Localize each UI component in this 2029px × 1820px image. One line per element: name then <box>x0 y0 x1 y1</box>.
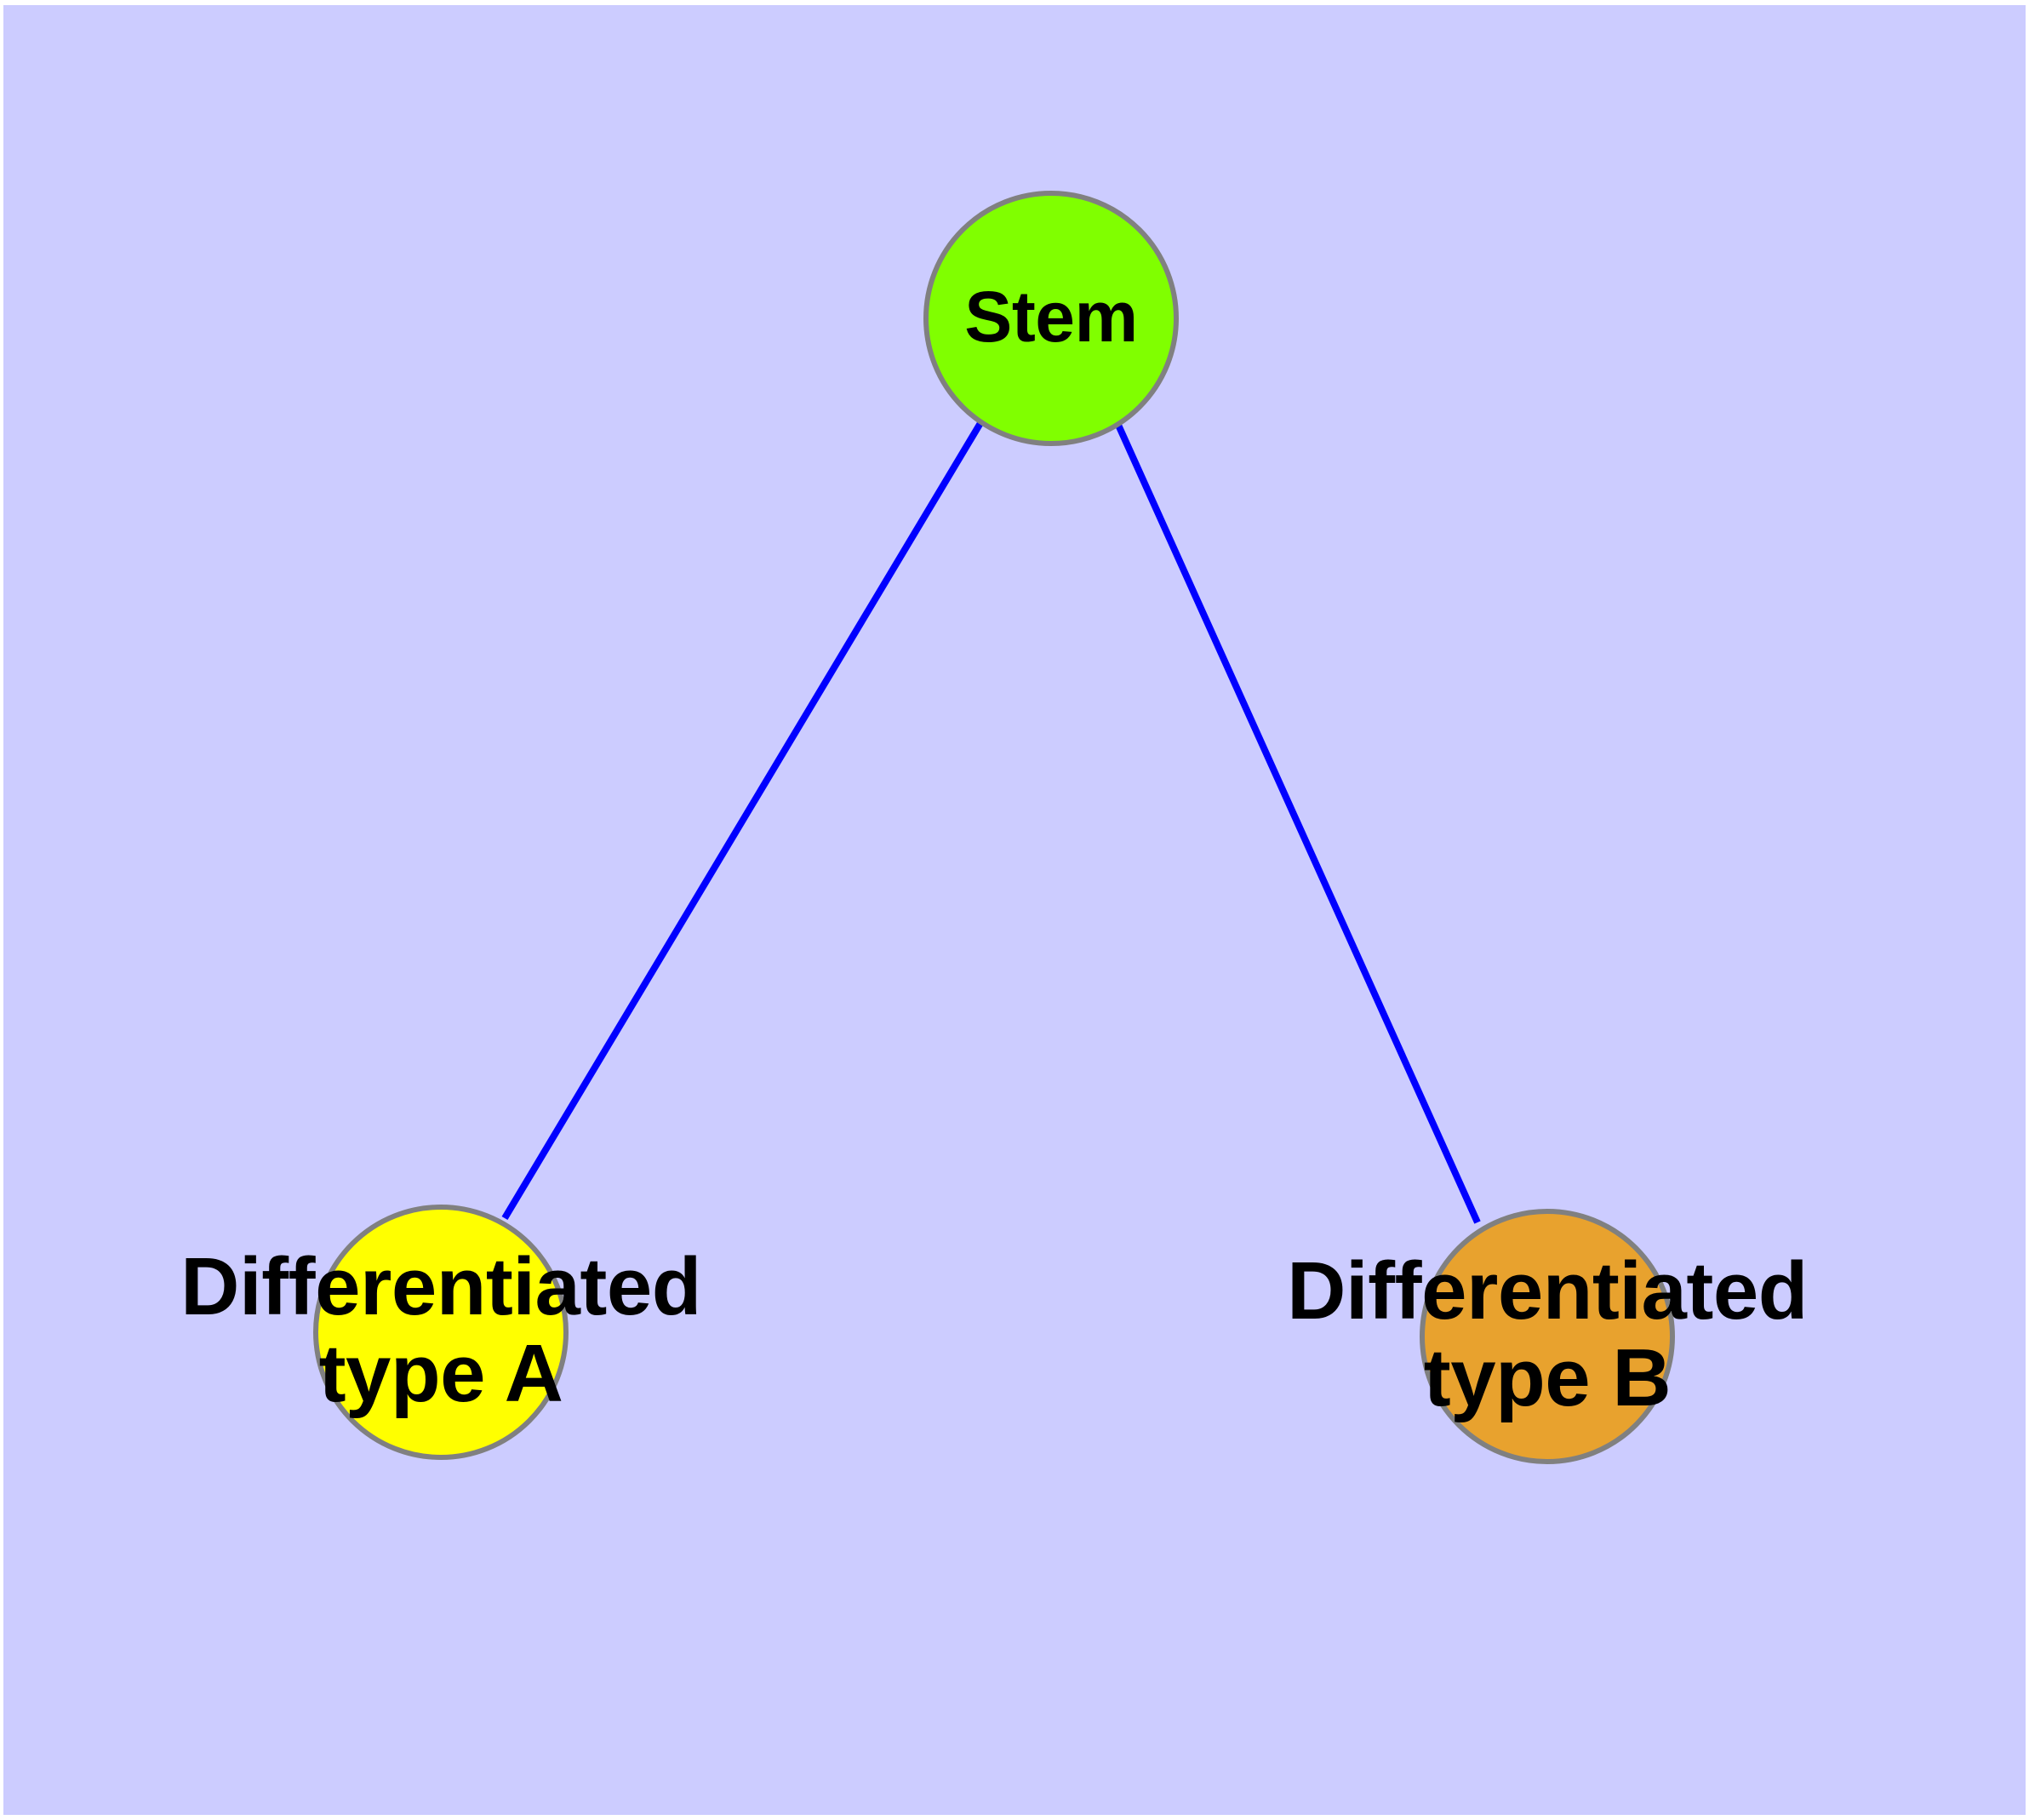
edge-stem-to-differentiated-type-b <box>1114 421 1481 1224</box>
edge-stem-to-differentiated-type-a <box>501 421 984 1221</box>
node-stem[interactable] <box>923 191 1179 446</box>
graph-plot-area: Stem Differentiated type A Differentiate… <box>3 5 2026 1815</box>
node-differentiated-type-b[interactable] <box>1420 1209 1675 1464</box>
node-differentiated-type-a[interactable] <box>313 1205 569 1460</box>
